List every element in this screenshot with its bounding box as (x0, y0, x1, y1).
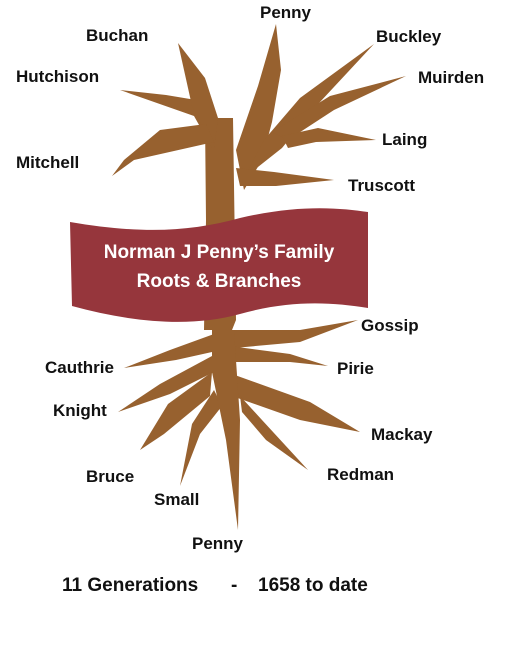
branch-label-buchan: Buchan (86, 26, 149, 45)
root-cauthrie (124, 334, 214, 368)
footer-separator: - (231, 575, 238, 596)
family-tree-graphic (70, 24, 406, 530)
branch-buchan (178, 43, 218, 148)
banner-title-line-2: Roots & Branches (136, 271, 302, 292)
root-bruce (140, 372, 212, 450)
root-label-bruce: Bruce (86, 467, 135, 486)
footer-caption: 11 Generations - 1658 to date (0, 575, 508, 663)
branch-label-truscott: Truscott (348, 176, 416, 195)
root-label-knight: Knight (53, 401, 107, 420)
banner-title-line-1: Norman J Penny’s Family (103, 242, 335, 263)
branch-truscott (236, 168, 334, 186)
root-label-mackay: Mackay (371, 425, 433, 444)
branch-mitchell (112, 124, 214, 176)
branch-label-muirden: Muirden (418, 68, 485, 87)
root-gossip (230, 320, 358, 348)
root-pirie (230, 346, 328, 366)
branch-label-laing: Laing (382, 130, 428, 149)
branch-laing (282, 128, 376, 148)
root-penny-bottom (212, 330, 240, 530)
root-mackay (232, 374, 360, 432)
branch-label-hutchison: Hutchison (16, 67, 100, 86)
root-knight (118, 356, 214, 412)
root-label-redman: Redman (327, 465, 395, 484)
branch-label-penny-top: Penny (260, 3, 312, 22)
banner (70, 208, 368, 322)
branch-hutchison (120, 90, 212, 148)
branch-label-buckley: Buckley (376, 27, 442, 46)
banner-title: Norman J Penny’s Family Roots & Branches (80, 238, 358, 296)
branch-penny-top (236, 24, 281, 190)
root-label-cauthrie: Cauthrie (45, 358, 114, 377)
footer-generations: 11 Generations (62, 575, 199, 596)
branch-label-mitchell: Mitchell (16, 153, 80, 172)
footer-range: 1658 to date (258, 575, 368, 596)
root-label-gossip: Gossip (361, 316, 419, 335)
root-label-penny-bottom: Penny (192, 534, 244, 553)
root-small (180, 390, 222, 486)
root-label-small: Small (154, 490, 200, 509)
branch-muirden (272, 76, 406, 140)
root-label-pirie: Pirie (337, 359, 374, 378)
tree (112, 24, 406, 530)
